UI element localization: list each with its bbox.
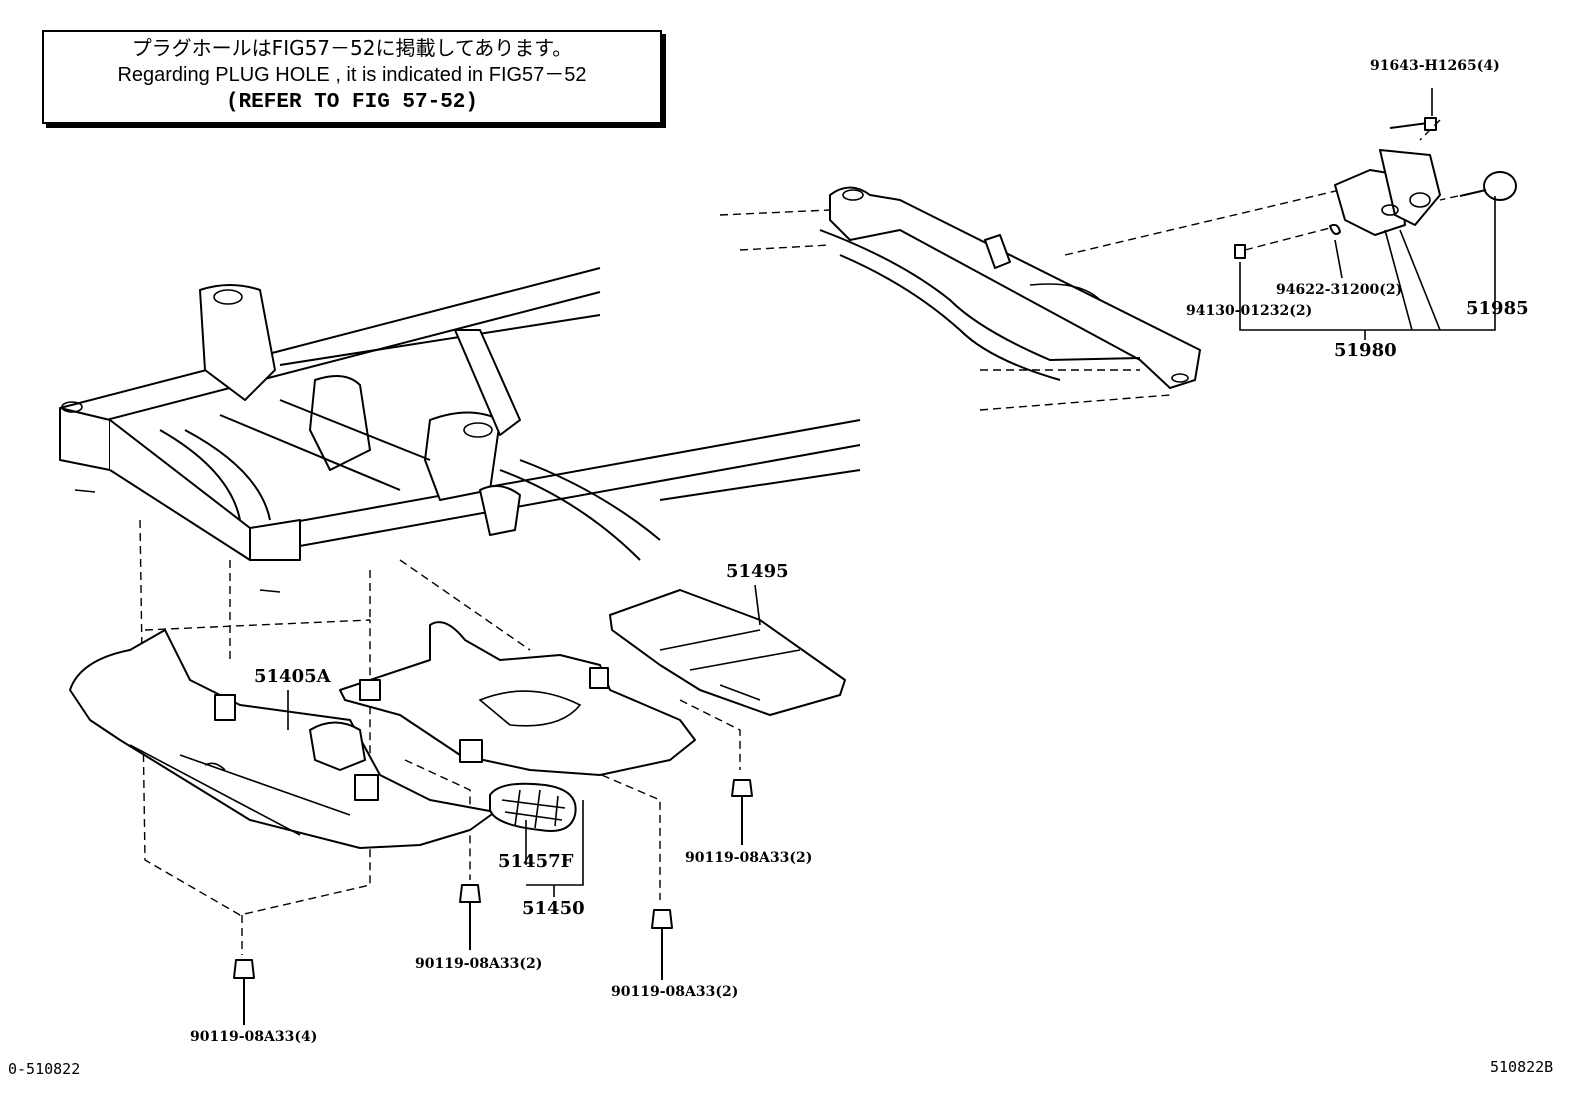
label-94622-31200[interactable]: 94622-31200(2) [1276,282,1403,298]
label-90119-08A33-right[interactable]: 90119-08A33(2) [685,850,813,866]
label-51450[interactable]: 51450 [522,898,585,919]
reference-note-box: プラグホールはFIG57－52に掲載してあります。 Regarding PLUG… [42,30,662,124]
center-cover-51450-drawing [339,621,696,776]
plug-hole-cover-51457F-drawing [489,782,577,832]
label-90119-08A33-center[interactable]: 90119-08A33(2) [611,984,739,1000]
tow-hitch-51980-drawing [1064,117,1517,259]
label-51985[interactable]: 51985 [1466,298,1529,319]
label-90119-08A33-left[interactable]: 90119-08A33(4) [190,1029,318,1045]
bolt-drawings [233,779,753,1025]
rear-cover-51495-drawing [609,589,846,716]
label-94130-01232[interactable]: 94130-01232(2) [1186,303,1313,319]
front-cover-51405A-drawing [69,629,496,849]
figure-code-left: 0-510822 [8,1060,81,1078]
label-91643-H1265[interactable]: 91643-H1265(4) [1370,58,1500,74]
leader-lines-right [1239,88,1496,340]
label-51405A[interactable]: 51405A [254,666,331,687]
front-frame-drawing [59,267,861,593]
label-51495[interactable]: 51495 [726,561,789,582]
note-japanese: プラグホールはFIG57－52に掲載してあります。 [131,36,573,60]
note-english: Regarding PLUG HOLE , it is indicated in… [117,64,587,86]
label-51980[interactable]: 51980 [1334,340,1397,361]
rear-frame-drawing [719,186,1201,411]
leader-lines-left [287,584,761,897]
label-90119-08A33-mid[interactable]: 90119-08A33(2) [415,956,543,972]
label-51457F[interactable]: 51457F [498,851,574,872]
note-refer-link[interactable]: (REFER TO FIG 57-52) [225,91,479,114]
figure-code-right: 510822B [1490,1058,1554,1076]
